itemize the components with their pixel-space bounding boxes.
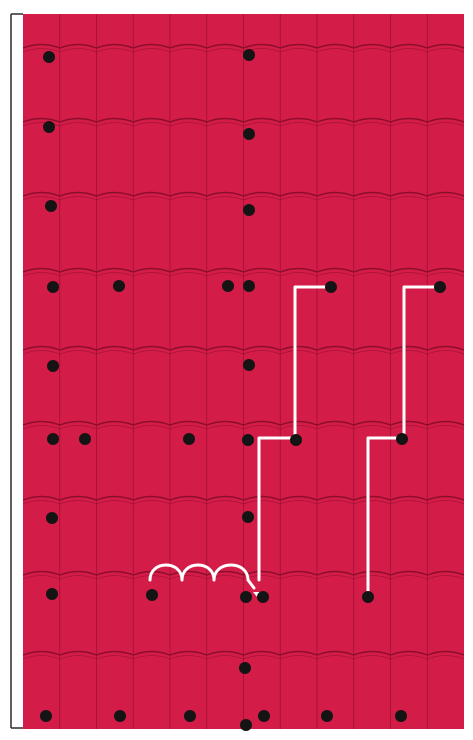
dot-icon: [239, 662, 251, 674]
dot-icon: [40, 710, 52, 722]
dot-icon: [113, 280, 125, 292]
dot-icon: [240, 591, 252, 603]
dot-icon: [362, 591, 374, 603]
dot-icon: [434, 281, 446, 293]
dot-icon: [243, 128, 255, 140]
dot-icon: [46, 588, 58, 600]
dot-icon: [46, 512, 58, 524]
dot-icon: [240, 719, 252, 731]
dot-icon: [325, 281, 337, 293]
dot-icon: [242, 511, 254, 523]
dot-icon: [222, 280, 234, 292]
dot-icon: [79, 433, 91, 445]
dot-icon: [243, 49, 255, 61]
dot-icon: [290, 434, 302, 446]
dot-icon: [47, 360, 59, 372]
dot-icon: [43, 51, 55, 63]
dot-icon: [258, 710, 270, 722]
dot-icon: [396, 433, 408, 445]
dot-icon: [243, 359, 255, 371]
dot-icon: [114, 710, 126, 722]
dot-icon: [257, 591, 269, 603]
dot-icon: [43, 121, 55, 133]
dot-icon: [47, 433, 59, 445]
dot-icon: [243, 204, 255, 216]
dot-icon: [395, 710, 407, 722]
dot-icon: [184, 710, 196, 722]
dot-icon: [45, 200, 57, 212]
dot-icon: [321, 710, 333, 722]
dot-icon: [183, 433, 195, 445]
dot-icon: [243, 280, 255, 292]
dot-icon: [146, 589, 158, 601]
dot-icon: [47, 281, 59, 293]
dot-icon: [242, 434, 254, 446]
